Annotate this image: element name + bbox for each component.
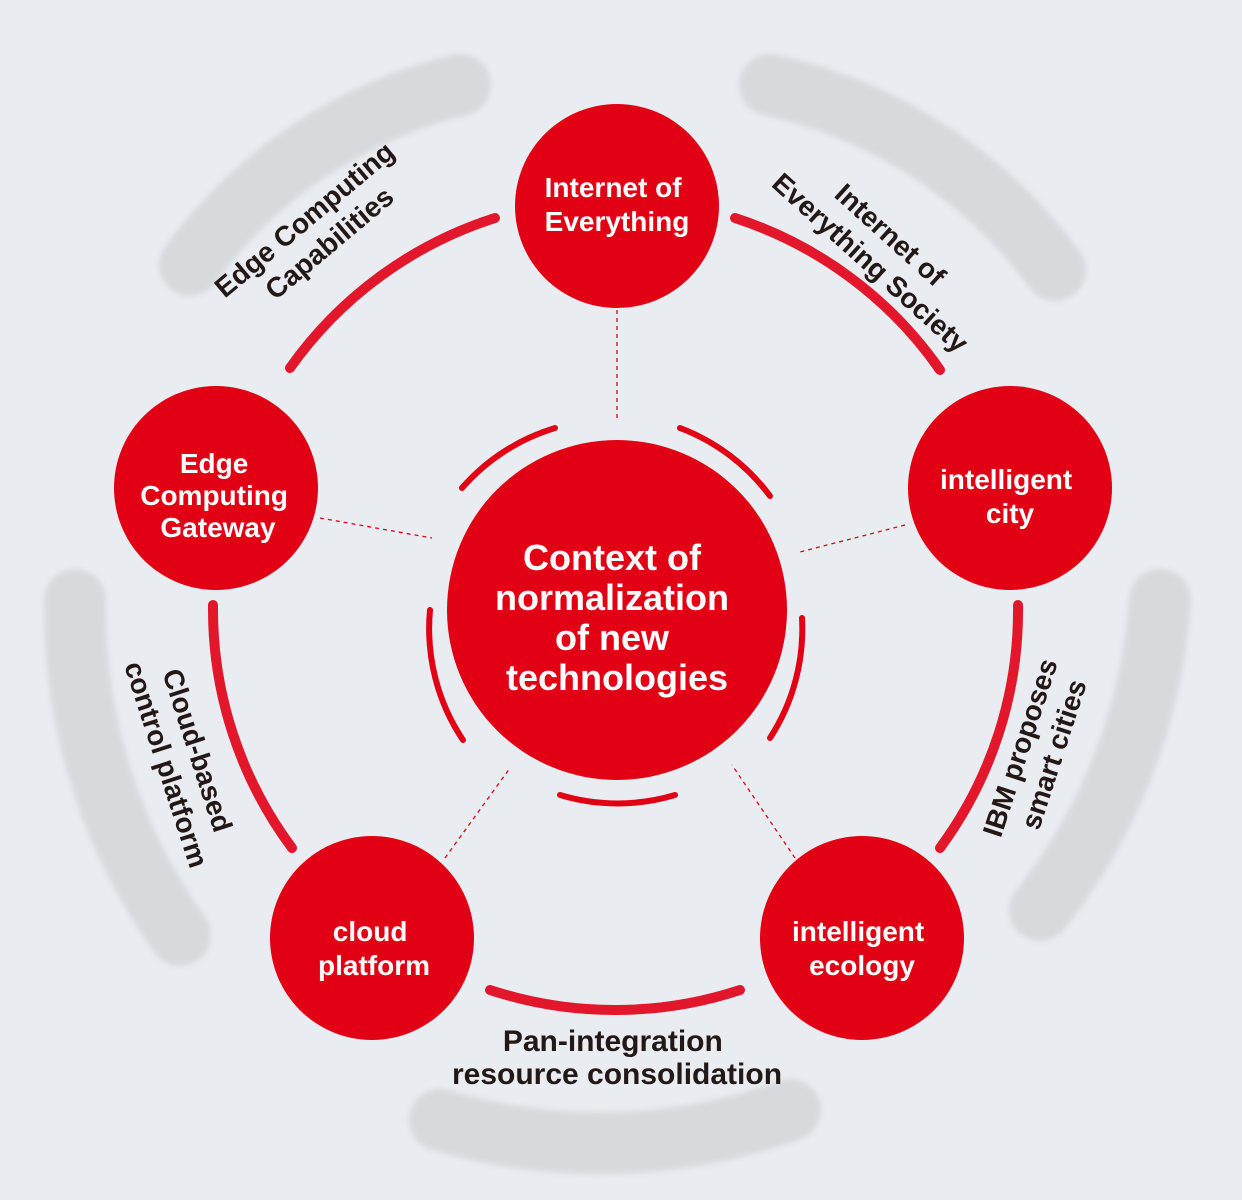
arc-bottom-right-to-bottom-left (485, 985, 745, 1016)
node-left-label: Edge Computing Gateway (140, 448, 296, 543)
outer-bands (43, 54, 1191, 1175)
node-bottom-left-circle (270, 836, 474, 1040)
node-top-label: Internet of Everything (545, 172, 690, 237)
spokes (319, 310, 906, 859)
node-left-label-line-2: Computing (140, 480, 288, 511)
node-left-label-line-3: Gateway (160, 512, 276, 543)
outer-band-right (1009, 569, 1191, 941)
center-label-line-4: technologies (506, 657, 728, 698)
node-left-label-line-1: Edge (180, 448, 248, 479)
node-bottom-right-label-line-1: intelligent (792, 916, 924, 947)
outer-band-left (43, 569, 211, 966)
spoke-left (319, 517, 433, 539)
arc-top-to-right (730, 213, 945, 375)
nodes (114, 104, 1112, 1040)
node-right-label: intelligent city (940, 464, 1080, 529)
center-circle (447, 440, 787, 780)
node-bottom-left-label-line-1: cloud (333, 916, 408, 947)
node-right-label-line-2: city (986, 498, 1035, 529)
spoke-bottom-right (731, 764, 796, 859)
outer-label-bottom: Pan-integration resource consolidation (452, 1025, 782, 1091)
node-right-label-line-1: intelligent (940, 464, 1072, 495)
center-label-line-2: normalization (495, 577, 729, 618)
arc-right-to-bottom-right (935, 600, 1024, 853)
outer-band-top-right (739, 54, 1086, 301)
node-bottom-right-circle (760, 836, 964, 1040)
outer-band-top-left (159, 54, 491, 296)
node-bottom-right-label-line-2: ecology (809, 950, 915, 981)
inner-ring-top-left (459, 425, 558, 491)
center-label: Context of normalization of new technolo… (495, 537, 739, 698)
inner-ring (426, 425, 806, 807)
inner-ring-left (426, 607, 466, 743)
connecting-arcs (207, 213, 1024, 1016)
inner-ring-top-right (677, 425, 773, 499)
arc-left-to-top (285, 213, 500, 373)
center-label-line-3: of new (555, 617, 670, 658)
node-bottom-right-label: intelligent ecology (792, 916, 932, 981)
center-label-line-1: Context of (523, 537, 702, 578)
inner-ring-bottom (557, 792, 678, 807)
arc-bottom-left-to-left (207, 600, 297, 853)
spoke-right (799, 524, 906, 553)
node-top-label-line-2: Everything (545, 206, 690, 237)
node-bottom-left-label: cloud platform (318, 916, 430, 981)
node-right-circle (908, 386, 1112, 590)
outer-band-bottom (409, 1079, 821, 1175)
node-top-circle (515, 104, 719, 308)
inner-ring-right (767, 615, 806, 741)
outer-label-bottom-line-1: Pan-integration (503, 1025, 723, 1058)
node-bottom-left-label-line-2: platform (318, 950, 430, 981)
spoke-bottom-left (444, 767, 511, 859)
node-left-circle (114, 386, 318, 590)
outer-label-bottom-line-2: resource consolidation (452, 1058, 782, 1091)
node-top-label-line-1: Internet of (545, 172, 683, 203)
